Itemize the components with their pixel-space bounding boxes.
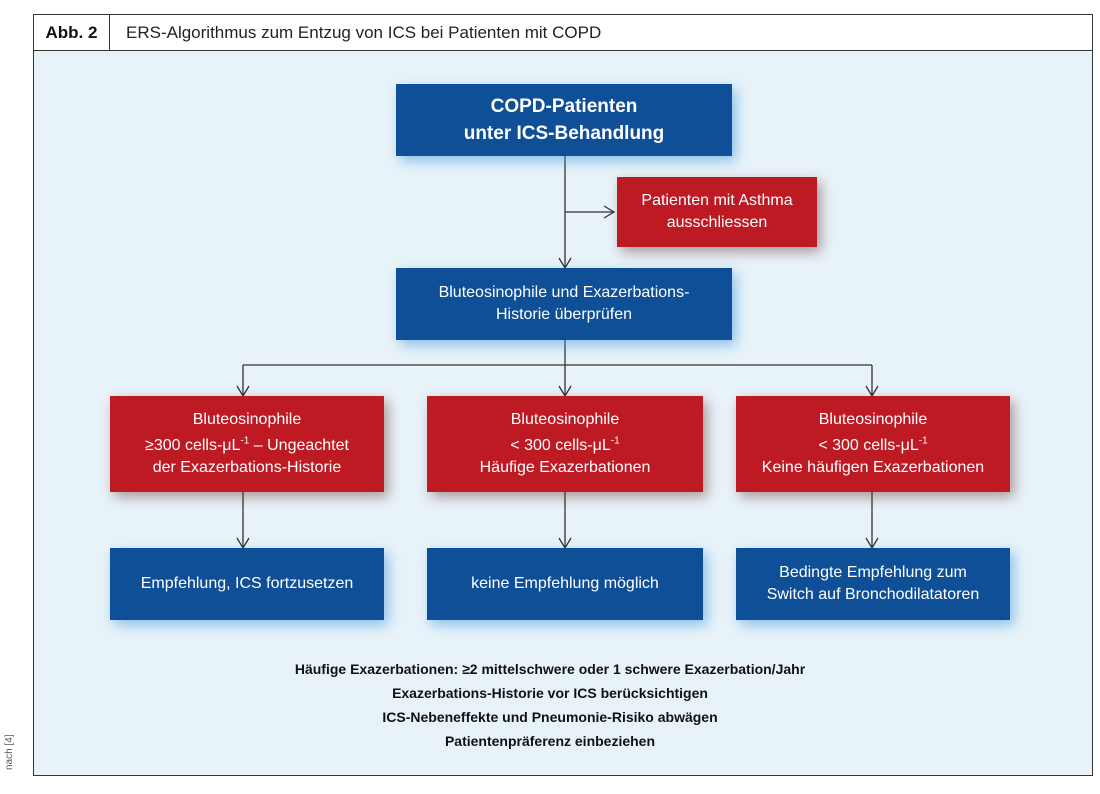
arrowhead-exclude [603, 205, 616, 219]
node-start: COPD-Patienten unter ICS-Behandlung [396, 84, 732, 156]
figure-title: ERS-Algorithmus zum Entzug von ICS bei P… [126, 23, 602, 42]
node-branch-3: Bluteosinophile < 300 cells-μL-1 Keine h… [736, 396, 1010, 492]
branch-1-line-1: Bluteosinophile [192, 410, 302, 428]
node-exclude: Patienten mit Asthma ausschliessen [617, 177, 817, 247]
note-frequent-exacerbations: Häufige Exazerbationen: ≥2 mittelschwere… [294, 661, 806, 677]
figure-header: Abb. 2 ERS-Algorithmus zum Entzug von IC… [34, 15, 1092, 51]
node-result-2: keine Empfehlung möglich [427, 548, 703, 620]
node-result-3: Bedingte Empfehlung zum Switch auf Bronc… [736, 548, 1010, 620]
branch-1-text: Bluteosinophile ≥300 cells-μL-1 – Ungeac… [145, 409, 349, 479]
branch-1-line-3: der Exazerbations-Historie [152, 459, 342, 477]
node-branch-1: Bluteosinophile ≥300 cells-μL-1 – Ungeac… [110, 396, 384, 492]
branch-2-text: Bluteosinophile < 300 cells-μL-1 Häufige… [479, 410, 651, 477]
note-side-effects: ICS-Nebeneffekte und Pneumonie-Risiko ab… [382, 709, 718, 725]
branch-3-text: Bluteosinophile < 300 cells-μL-1 Keine h… [761, 410, 985, 477]
note-exacerbation-history: Exazerbations-Historie vor ICS berücksic… [392, 685, 708, 701]
node-branch-2: Bluteosinophile < 300 cells-μL-1 Häufige… [427, 396, 703, 492]
node-check: Bluteosinophile und Exazerbations- Histo… [396, 268, 732, 340]
note-patient-preference: Patientenpräferenz einbeziehen [444, 733, 656, 749]
footnotes: Häufige Exazerbationen: ≥2 mittelschwere… [0, 657, 1100, 753]
node-result-1: Empfehlung, ICS fortzusetzen [110, 548, 384, 620]
figure-label: Abb. 2 [34, 15, 110, 50]
branch-1-line-2: ≥300 cells-μL-1 – Ungeachtet [145, 435, 349, 455]
